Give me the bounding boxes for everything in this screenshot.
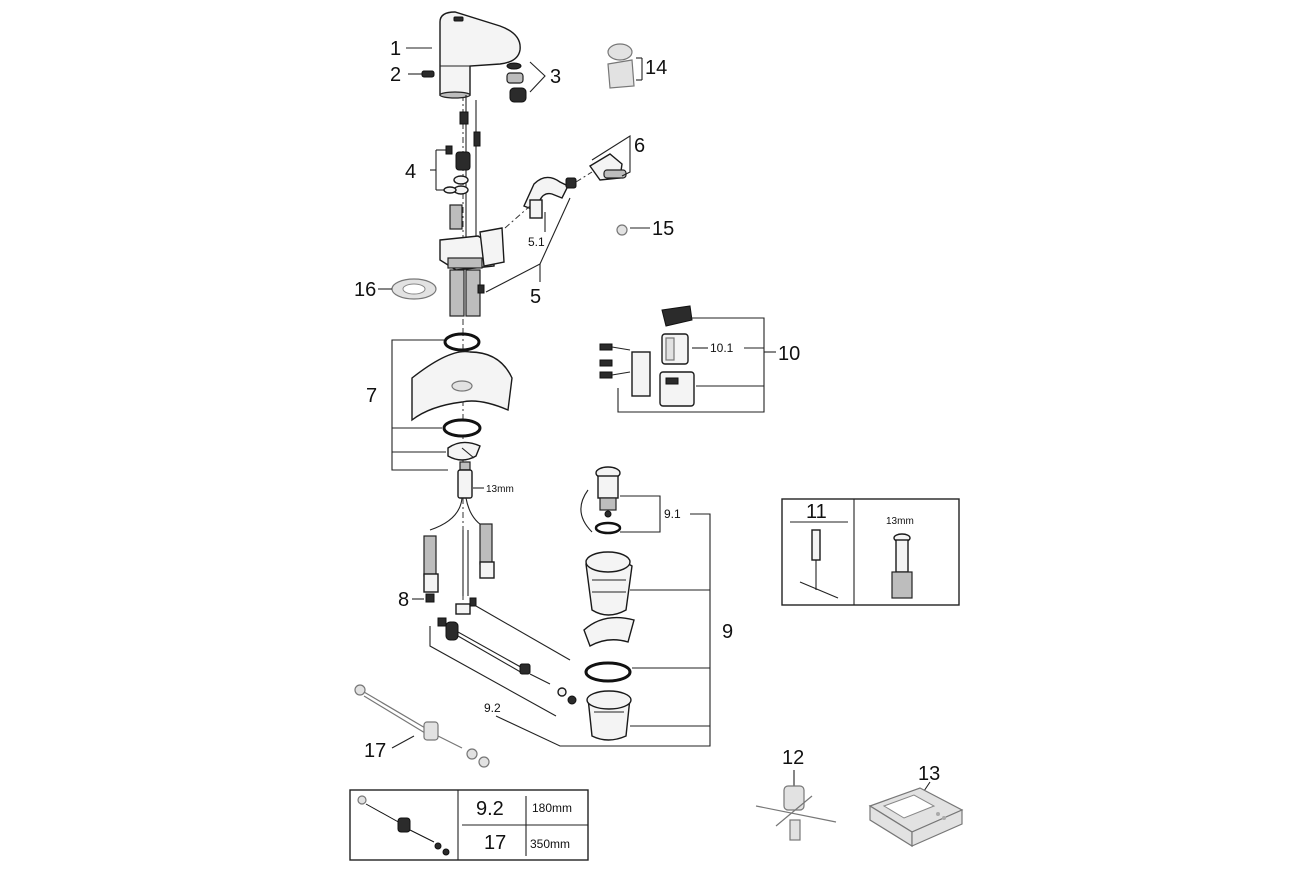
callout-1: 1 — [390, 38, 401, 60]
extension-rod — [354, 684, 490, 768]
mounting-tool — [755, 770, 837, 841]
length-row-1-part: 9.2 — [476, 798, 504, 820]
callout-5: 5 — [530, 286, 541, 308]
callout-2: 2 — [390, 64, 401, 86]
tool-box-label: 11 — [806, 501, 827, 523]
callout-10: 10 — [778, 343, 800, 365]
callout-9-1: 9.1 — [664, 507, 681, 521]
callout-16: 16 — [354, 279, 376, 301]
wrench-size-label: 13mm — [486, 484, 514, 495]
flex-hoses-upper — [449, 269, 485, 317]
callout-4: 4 — [405, 161, 416, 183]
length-row-1-length: 180mm — [532, 801, 572, 815]
length-table — [349, 789, 589, 861]
callout-12: 12 — [782, 747, 804, 769]
mounting-set — [411, 332, 513, 499]
connection-elbow — [504, 171, 593, 229]
callout-9: 9 — [722, 621, 733, 643]
battery-compartment — [599, 305, 695, 407]
aerator — [506, 61, 546, 103]
bracket-7 — [391, 339, 448, 471]
bracket-9-2b — [475, 605, 571, 661]
length-row-2-part: 17 — [484, 832, 506, 854]
callout-6: 6 — [634, 135, 645, 157]
mounting-block — [439, 227, 505, 271]
base-gasket — [378, 278, 437, 300]
length-row-2-length: 350mm — [530, 837, 570, 851]
callout-13: 13 — [918, 763, 940, 785]
callout-15: 15 — [652, 218, 674, 240]
callout-9-2: 9.2 — [484, 701, 501, 715]
pop-up-waste — [580, 466, 635, 741]
tool-box — [781, 498, 960, 606]
callout-3: 3 — [550, 66, 561, 88]
drain-rod-assembly — [437, 597, 577, 705]
flex-hoses-lower — [412, 497, 495, 603]
cleaning-aid — [607, 43, 643, 89]
callout-14: 14 — [645, 57, 667, 79]
callout-10-1: 10.1 — [710, 341, 734, 355]
bracket-9 — [495, 513, 711, 747]
screw-cap — [616, 224, 650, 236]
callout-8: 8 — [398, 589, 409, 611]
callout-17: 17 — [364, 740, 386, 762]
supply-adapter — [588, 135, 631, 181]
bracket-9-1 — [620, 495, 661, 533]
callout-7: 7 — [366, 385, 377, 407]
callout-5-1: 5.1 — [528, 235, 545, 249]
remote-control — [868, 781, 964, 848]
set-screw — [408, 70, 435, 78]
solenoid-valve-assembly — [430, 95, 481, 250]
bracket-9-2 — [429, 626, 557, 717]
faucet-body — [439, 11, 521, 99]
bracket-10 — [617, 317, 765, 413]
tool-box-size: 13mm — [886, 516, 914, 527]
